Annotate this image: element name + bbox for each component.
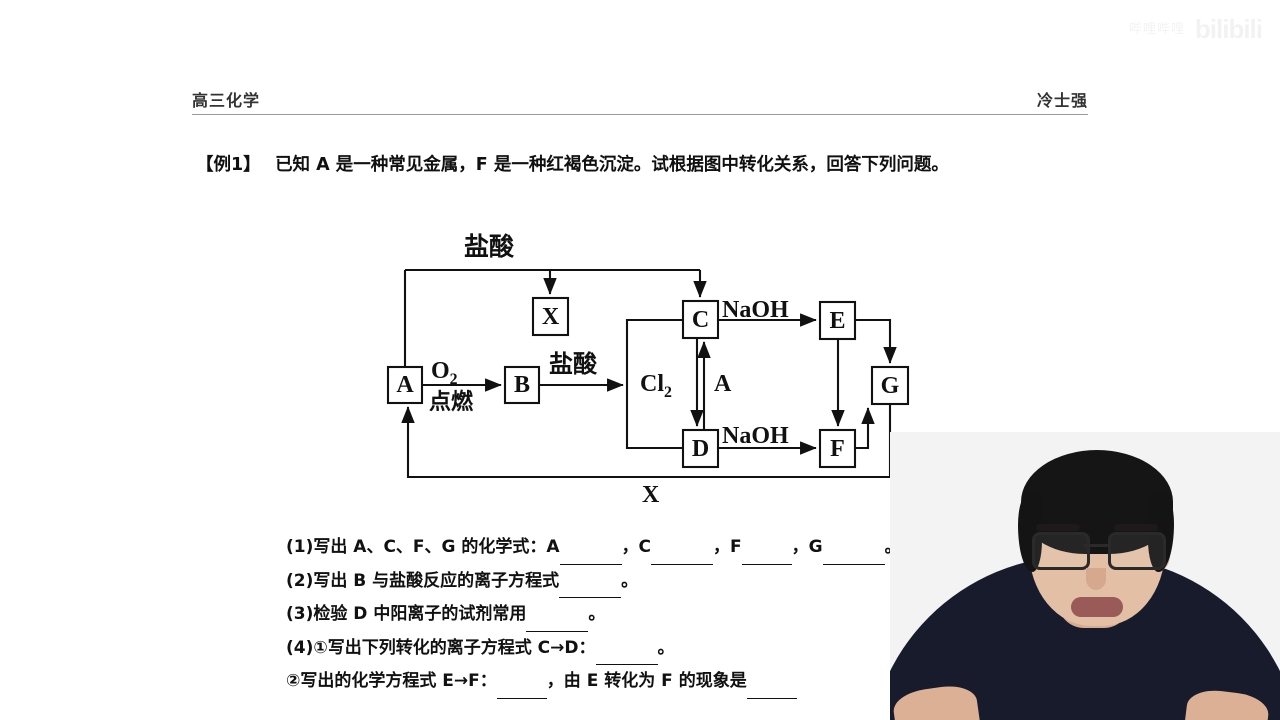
box-label-X: X <box>541 303 560 330</box>
example-tag: 【例1】 <box>196 155 261 175</box>
sub-question-q3: (3)检验 D 中阳离子的试剂常用 。 <box>286 598 1086 632</box>
instructor-eyebrow-right <box>1114 524 1158 531</box>
answer-blank[interactable] <box>526 598 589 632</box>
question-text: ②写出的化学方程式 E→F： <box>286 671 497 691</box>
answer-blank[interactable] <box>595 632 658 665</box>
box-label-A: A <box>396 372 414 398</box>
question-text: (3)检验 D 中阳离子的试剂常用 <box>286 604 527 624</box>
stem-text: 已知 A 是一种常见金属，F 是一种红褐色沉淀。试根据图中转化关系，回答下列问题… <box>275 155 949 175</box>
question-stem: 【例1】 已知 A 是一种常见金属，F 是一种红褐色沉淀。试根据图中转化关系，回… <box>196 148 1102 182</box>
cl2-subscript: 2 <box>664 383 672 401</box>
instructor-mouth <box>1071 597 1123 617</box>
question-text: ，由 E 转化为 F 的现象是 <box>546 671 747 691</box>
edge-label-a-reduce: A <box>714 371 732 397</box>
box-B <box>503 365 541 405</box>
edge-label-hcl-top: 盐酸 <box>464 232 515 261</box>
edge-label-naoh-d: NaOH <box>722 423 789 449</box>
question-text: 。 <box>657 637 675 658</box>
sub-question-q2: (2)写出 B 与盐酸反应的离子方程式 。 <box>286 565 1086 598</box>
box-label-F: F <box>830 435 845 462</box>
answer-blank[interactable] <box>496 665 547 699</box>
box-C <box>681 299 720 340</box>
question-text: (4)①写出下列转化的离子方程式 C→D： <box>286 637 596 658</box>
glasses-lens-right <box>1108 532 1166 570</box>
box-label-B: B <box>513 372 530 398</box>
question-text: 。 <box>621 570 639 591</box>
sub-question-q4: (4)①写出下列转化的离子方程式 C→D： 。 <box>286 632 1086 665</box>
box-E <box>818 300 857 341</box>
edge-label-o2: O2 <box>431 359 458 388</box>
box-A <box>386 365 424 405</box>
question-text: 。 <box>588 604 606 624</box>
question-text: ，G <box>791 537 823 557</box>
answer-blank[interactable] <box>822 531 885 565</box>
edge-label-cl2: Cl2 <box>640 372 672 401</box>
box-label-G: G <box>880 372 900 399</box>
o2-symbol: O <box>431 358 450 384</box>
box-label-E: E <box>829 307 846 334</box>
question-text: (1)写出 A、C、F、G 的化学式：A <box>286 537 560 557</box>
box-F <box>818 428 857 469</box>
question-text: ，C <box>621 537 652 557</box>
instructor-hair <box>1021 450 1173 554</box>
box-X <box>531 296 570 337</box>
course-title: 高三化学 <box>192 93 261 110</box>
teacher-name: 冷士强 <box>1036 93 1088 110</box>
edge-label-ignite: 点燃 <box>429 390 474 415</box>
cl2-bracket <box>625 318 683 450</box>
edge-label-naoh-c: NaOH <box>722 297 789 323</box>
box-G <box>870 365 910 406</box>
sub-questions-list: (1)写出 A、C、F、G 的化学式：A ，C ，F ，G 。(2)写出 B 与… <box>286 531 1086 699</box>
answer-blank[interactable] <box>559 565 622 598</box>
watermark-uploader: 哔哩哔哩 <box>1128 21 1185 37</box>
edge-G-to-A-via-X <box>401 404 892 479</box>
sub-question-q5: ②写出的化学方程式 E→F： ，由 E 转化为 F 的现象是 <box>286 665 1086 699</box>
answer-blank[interactable] <box>741 531 792 565</box>
instructor-webcam-overlay[interactable] <box>890 432 1280 720</box>
bilibili-watermark: 哔哩哔哩 bilibili <box>1128 14 1263 45</box>
bilibili-logo-icon: bilibili <box>1194 14 1263 44</box>
instructor-eyebrow-left <box>1036 524 1080 531</box>
instructor-nose <box>1086 568 1106 590</box>
edge-label-hcl-b: 盐酸 <box>549 350 597 378</box>
box-label-C: C <box>691 306 710 333</box>
answer-blank[interactable] <box>746 665 797 699</box>
box-D <box>681 428 720 469</box>
instructor-glasses <box>1030 532 1166 570</box>
cl2-symbol: Cl <box>640 371 664 397</box>
edge-E-to-G <box>855 318 897 364</box>
slide-header: 高三化学 冷士强 <box>192 84 1088 115</box>
question-text: (2)写出 B 与盐酸反应的离子方程式 <box>286 570 560 591</box>
answer-blank[interactable] <box>559 531 622 565</box>
edge-F-to-G <box>855 407 875 450</box>
o2-subscript: 2 <box>449 370 458 388</box>
glasses-lens-left <box>1032 532 1090 570</box>
glasses-bridge <box>1084 544 1108 547</box>
answer-blank[interactable] <box>651 531 714 565</box>
edge-label-x-bottom: X <box>642 482 660 508</box>
question-text: ，F <box>713 537 742 557</box>
box-label-D: D <box>691 435 710 462</box>
